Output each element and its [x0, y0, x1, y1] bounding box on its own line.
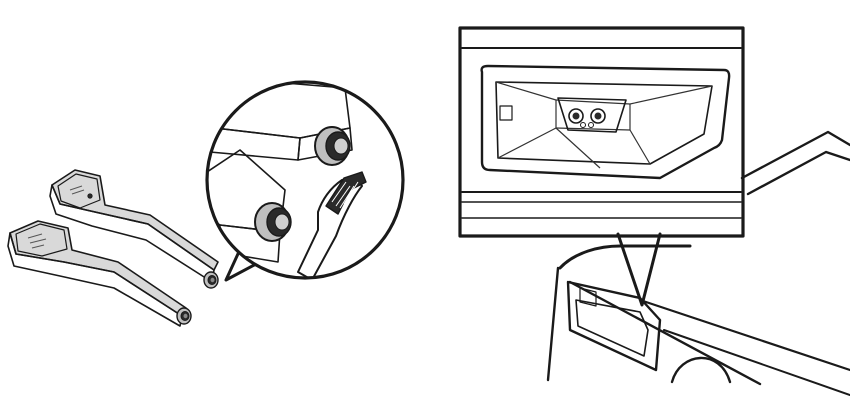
- appliance-drawer: [566, 280, 662, 372]
- socket-right: [590, 108, 606, 124]
- cartridge-back-dot: [87, 193, 93, 199]
- magnifier-callout: [205, 80, 405, 282]
- cartridge-back: [49, 169, 219, 289]
- appliance-scene: [458, 26, 850, 396]
- magnified-nozzle-upper: [314, 126, 351, 166]
- appliance-body: [546, 130, 850, 396]
- drawer-callout: [458, 26, 745, 238]
- cartridge-front-nozzle: [176, 307, 192, 325]
- vent-slot: [499, 105, 513, 121]
- toothbrush-icon: [297, 171, 367, 278]
- cartridge-group: [7, 169, 219, 327]
- socket-left: [568, 108, 584, 124]
- cartridge-front: [7, 220, 192, 327]
- cartridge-back-nozzle: [203, 271, 219, 289]
- magnified-nozzle-lower: [254, 202, 292, 242]
